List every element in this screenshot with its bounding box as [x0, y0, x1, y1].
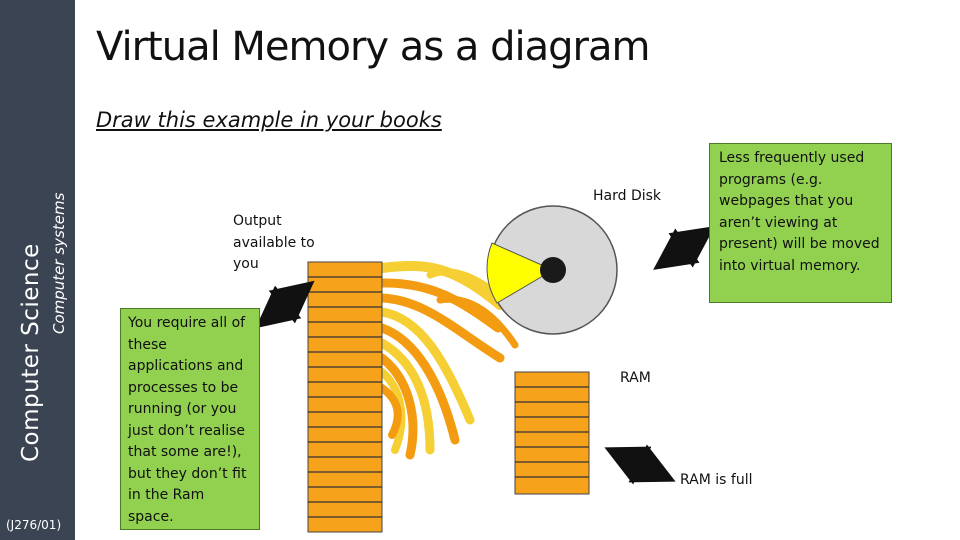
- ram-label: RAM: [620, 370, 651, 386]
- hard-disk-icon: [486, 205, 618, 335]
- page-title: Virtual Memory as a diagram: [96, 24, 650, 70]
- requirements-note: You require all of these applications an…: [120, 308, 260, 530]
- hard-disk-label: Hard Disk: [593, 188, 662, 204]
- ram-full-label: RAM is full: [680, 472, 753, 488]
- program-stack: [307, 261, 383, 533]
- ram-full-arrow-icon: [604, 444, 676, 485]
- sidebar: Computer Science Computer systems (J276/…: [0, 0, 75, 540]
- program-flow-streams: [377, 261, 519, 460]
- virtual-memory-arrow-icon: [653, 226, 715, 270]
- less-used-note: Less frequently used programs (e.g. webp…: [709, 143, 892, 303]
- output-arrow-icon: [255, 280, 315, 329]
- page-subtitle: Draw this example in your books: [96, 108, 442, 132]
- output-label: Output available to you: [233, 213, 315, 272]
- course-code: (J276/01): [6, 518, 62, 532]
- ram-stack: [514, 371, 590, 495]
